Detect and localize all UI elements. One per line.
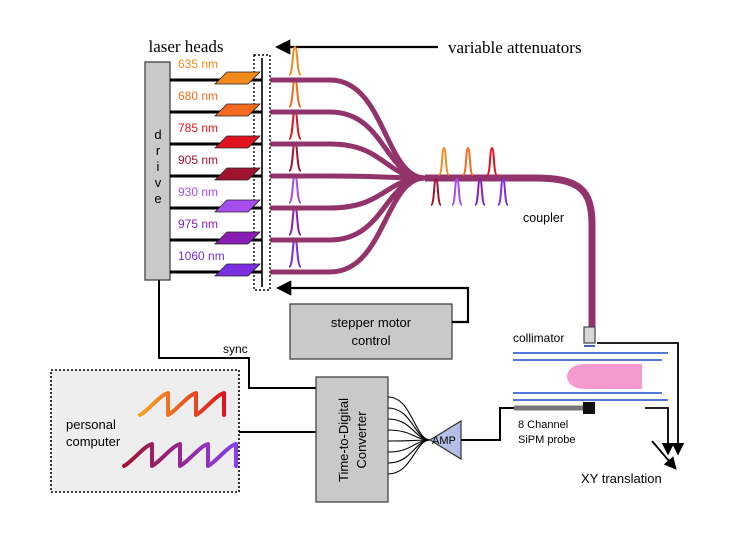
- sample-pink: [567, 364, 642, 389]
- laser-pulse: [288, 45, 302, 76]
- laser-heads-label: laser heads: [148, 37, 223, 56]
- tdc-label-line1: Time-to-Digital: [336, 398, 351, 482]
- pc-label-line1: personal: [66, 417, 116, 432]
- stepper-line1: stepper motor: [331, 315, 412, 330]
- laser-row: 635 nm: [170, 45, 302, 85]
- tdc-channel-lines: [387, 396, 431, 475]
- laser-row: 930 nm: [170, 173, 302, 213]
- combined-pulse: [438, 146, 450, 176]
- combined-pulse: [430, 177, 442, 206]
- laser-wavelength-label: 680 nm: [178, 89, 218, 103]
- laser-pulse: [288, 205, 302, 236]
- laser-head: [214, 167, 261, 181]
- drive-box: [144, 61, 171, 281]
- laser-wavelength-label: 930 nm: [178, 185, 218, 199]
- sync-label: sync: [223, 342, 248, 356]
- combined-pulse: [462, 146, 474, 176]
- probe-head: [583, 402, 595, 414]
- pc-sawtooth-waves: [122, 391, 238, 468]
- drive-letter: e: [154, 191, 161, 206]
- fiber: [270, 175, 426, 275]
- probe-label-line2: SiPM probe: [518, 434, 575, 446]
- laser-head: [214, 71, 261, 85]
- collimator-label: collimator: [513, 331, 564, 345]
- amp-label: AMP: [432, 435, 456, 447]
- fiber-bundle: [270, 77, 426, 275]
- laser-wavelength-label: 785 nm: [178, 121, 218, 135]
- xy-translation-label: XY translation: [581, 471, 662, 486]
- stepper-feedback-arrow: [275, 280, 470, 324]
- laser-row: 680 nm: [170, 77, 302, 117]
- fiber: [270, 173, 426, 181]
- coupler-label: coupler: [523, 211, 564, 225]
- laser-pulse: [288, 173, 302, 204]
- laser-row: 905 nm: [170, 141, 302, 181]
- xy-arrow-1: [645, 407, 675, 456]
- laser-head: [214, 263, 261, 277]
- sync-line: [158, 280, 316, 389]
- pc-wave-upper: [138, 391, 226, 417]
- laser-pulse: [288, 237, 302, 268]
- xy-arrow-2: [597, 342, 685, 456]
- collimator: [583, 326, 596, 344]
- laser-head: [214, 199, 261, 213]
- laser-pulse: [288, 77, 302, 108]
- laser-row: 1060 nm: [170, 237, 302, 277]
- stepper-line2: control: [351, 333, 390, 348]
- probe-label-line1: 8 Channel: [518, 419, 568, 431]
- laser-pulse: [288, 109, 302, 140]
- laser-pulse: [288, 141, 302, 172]
- laser-rows: 635 nm 680 nm 785 nm 905 nm 930 nm 975 nm 1060…: [170, 45, 302, 277]
- pc-label-line2: computer: [66, 434, 121, 449]
- pc-wave-lower: [122, 442, 238, 468]
- laser-wavelength-label: 975 nm: [178, 217, 218, 231]
- combined-pulse: [451, 177, 463, 206]
- channel-line: [387, 439, 431, 475]
- combined-pulses: [430, 146, 509, 206]
- drive-letter: i: [157, 159, 160, 174]
- drive-letter: v: [155, 175, 162, 190]
- variable-attenuators-label: variable attenuators: [448, 38, 582, 57]
- tdc-box: [315, 376, 389, 503]
- tdc-label-line2: Converter: [354, 411, 369, 469]
- laser-row: 975 nm: [170, 205, 302, 245]
- combined-pulse: [474, 177, 486, 206]
- personal-computer-box: [50, 369, 240, 493]
- xy-arrow-3: [651, 440, 677, 470]
- laser-wavelength-label: 905 nm: [178, 153, 218, 167]
- laser-head: [214, 231, 261, 245]
- laser-wavelength-label: 1060 nm: [178, 249, 225, 263]
- output-fiber: [425, 174, 596, 327]
- laser-head: [214, 135, 261, 149]
- drive-letter: r: [156, 143, 161, 158]
- laser-wavelength-label: 635 nm: [178, 57, 218, 71]
- laser-head: [214, 103, 261, 117]
- laser-row: 785 nm: [170, 109, 302, 149]
- stepper-motor-box: [289, 303, 453, 360]
- drive-letter: d: [154, 127, 161, 142]
- combined-pulse: [486, 146, 498, 176]
- combined-pulse: [497, 177, 509, 206]
